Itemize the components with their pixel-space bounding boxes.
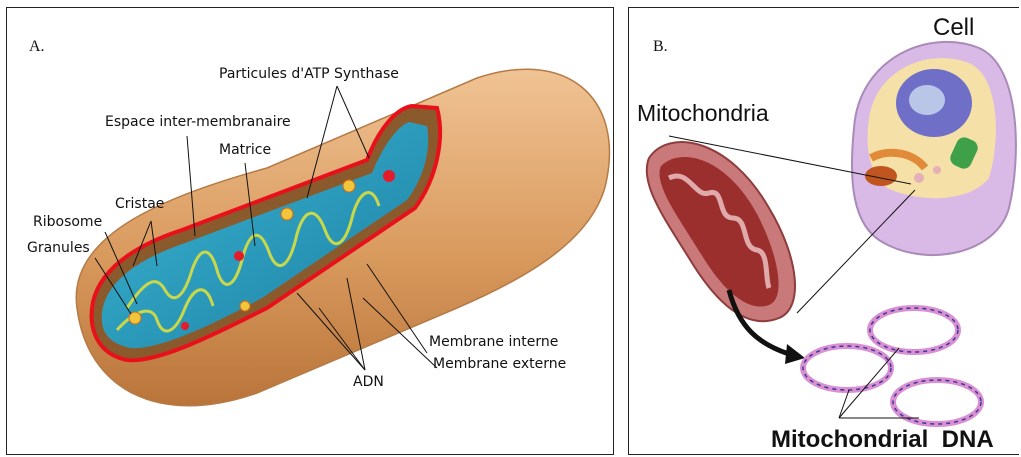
label-mitochondrial-dna: Mitochondrial DNA xyxy=(771,426,994,454)
cell-drawing xyxy=(852,42,1016,255)
mitochondrion-drawing xyxy=(647,142,795,321)
label-adn: ADN xyxy=(353,374,384,390)
label-membrane-externe: Membrane externe xyxy=(433,356,566,372)
label-matrice: Matrice xyxy=(219,142,271,158)
label-membrane-interne: Membrane interne xyxy=(429,334,558,350)
label-cristae: Cristae xyxy=(115,196,164,212)
cell-mito-dna-illustration xyxy=(629,8,1019,455)
label-cell: Cell xyxy=(933,14,974,42)
label-granules: Granules xyxy=(27,240,90,256)
label-ribosome: Ribosome xyxy=(33,214,102,230)
panel-b: B. xyxy=(628,7,1019,455)
label-atp-synthase: Particules d'ATP Synthase xyxy=(219,66,399,82)
label-mitochondria: Mitochondria xyxy=(637,100,769,127)
panel-a: A. xyxy=(6,7,614,455)
dna-rings xyxy=(803,308,981,424)
label-espace: Espace inter-membranaire xyxy=(105,114,291,130)
